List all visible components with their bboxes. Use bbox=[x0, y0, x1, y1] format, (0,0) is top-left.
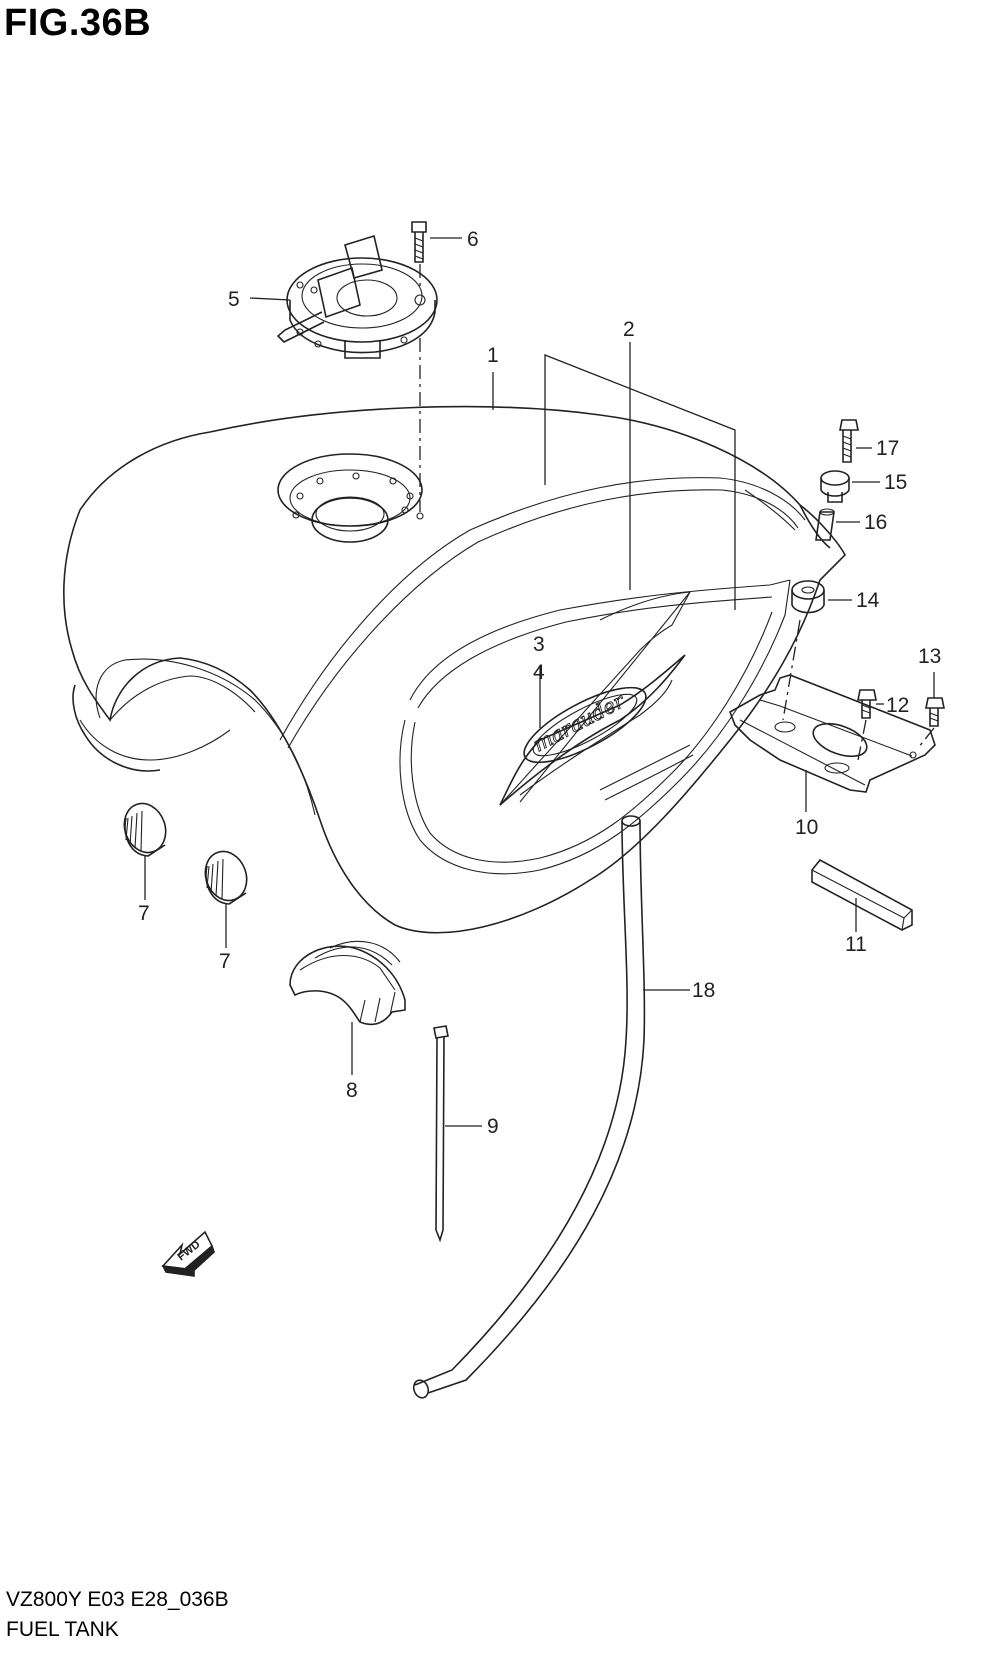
plug-cap-b bbox=[204, 850, 248, 948]
cable-tie bbox=[433, 1025, 482, 1243]
callout-1: 1 bbox=[487, 344, 499, 367]
fuel-hose bbox=[412, 815, 690, 1399]
callout-15: 15 bbox=[884, 471, 907, 494]
tank-emblem: marauder bbox=[499, 591, 691, 806]
callout-13: 13 bbox=[918, 645, 941, 668]
callout-2: 2 bbox=[623, 318, 635, 341]
callout-10: 10 bbox=[795, 816, 818, 839]
cap-screw bbox=[411, 221, 462, 512]
figure-code: VZ800Y E03 E28_036B bbox=[6, 1588, 229, 1611]
callout-labels: 1 2 3 4 5 6 7 7 8 9 10 11 12 13 14 15 16… bbox=[138, 228, 941, 1138]
fuel-cap bbox=[249, 234, 438, 359]
callout-11: 11 bbox=[845, 933, 867, 956]
callout-7a: 7 bbox=[138, 902, 150, 925]
forward-arrow-icon: FWD bbox=[161, 1230, 215, 1277]
callout-18: 18 bbox=[692, 979, 715, 1002]
callout-16: 16 bbox=[864, 511, 887, 534]
callout-12: 12 bbox=[886, 694, 909, 717]
filler-neck bbox=[277, 453, 424, 543]
callout-14: 14 bbox=[856, 589, 880, 612]
figure-name: FUEL TANK bbox=[6, 1618, 119, 1641]
callout-4: 4 bbox=[533, 661, 545, 684]
callout-17: 17 bbox=[876, 437, 899, 460]
callout-6: 6 bbox=[467, 228, 479, 251]
callout-3: 3 bbox=[533, 633, 545, 656]
reference-brackets bbox=[492, 342, 736, 610]
callout-5: 5 bbox=[228, 288, 240, 311]
tank-cushion bbox=[289, 940, 406, 1075]
tank-bracket bbox=[729, 672, 945, 812]
rear-mount-hardware bbox=[782, 419, 880, 721]
callout-7b: 7 bbox=[219, 950, 231, 973]
callout-8: 8 bbox=[346, 1079, 358, 1102]
callout-9: 9 bbox=[487, 1115, 499, 1138]
plug-cap-a bbox=[123, 802, 167, 900]
figure-title: FIG.36B bbox=[4, 2, 152, 44]
fuel-tank bbox=[63, 405, 846, 934]
cushion-strip bbox=[811, 858, 913, 932]
